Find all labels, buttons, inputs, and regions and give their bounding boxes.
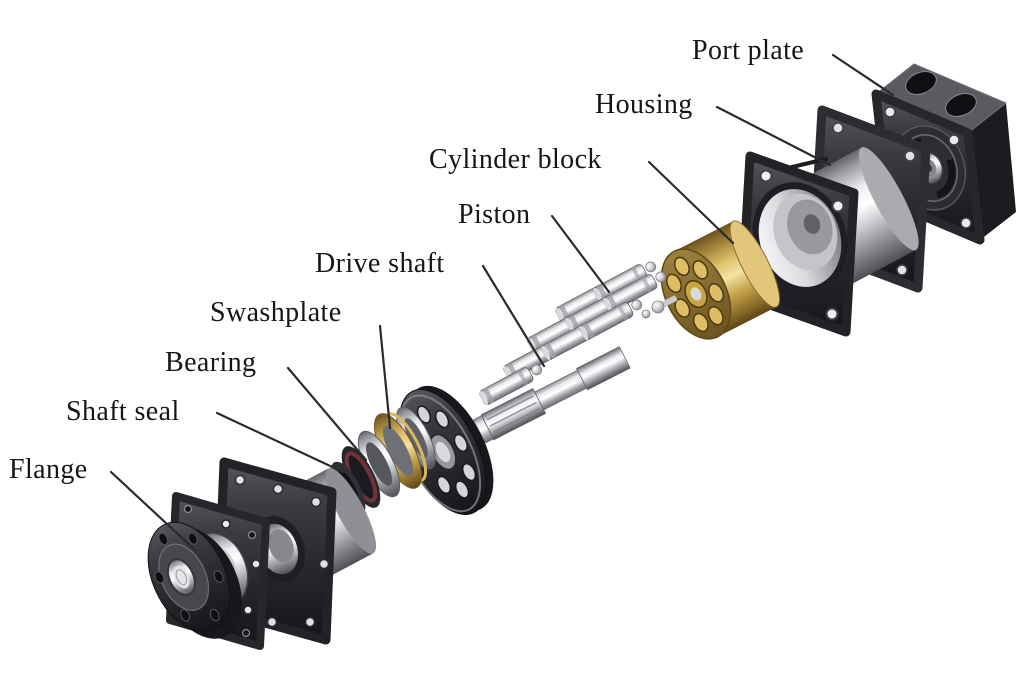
label-flange: Flange	[9, 454, 88, 485]
flange-part	[147, 457, 377, 650]
label-shaft-seal: Shaft seal	[66, 396, 180, 427]
leader-lines	[109, 53, 895, 552]
cylinder-block-part	[660, 220, 780, 340]
leader-flange	[109, 470, 197, 552]
label-housing: Housing	[595, 89, 693, 120]
label-port-plate: Port plate	[692, 35, 805, 66]
leader-swashplate	[378, 324, 392, 430]
label-drive-shaft: Drive shaft	[315, 248, 445, 279]
leader-cylinder-block	[647, 160, 735, 245]
leader-bearing	[286, 366, 368, 462]
leader-shaft-seal	[215, 411, 345, 474]
leader-housing	[715, 105, 832, 167]
shaft-tip-ball	[641, 295, 678, 319]
label-piston: Piston	[458, 199, 531, 230]
label-bearing: Bearing	[165, 347, 257, 378]
leader-port-plate	[831, 53, 895, 97]
housing-part	[737, 105, 931, 337]
label-swashplate: Swashplate	[210, 297, 342, 328]
bearing-part	[357, 406, 436, 498]
port-hole-icon	[905, 71, 977, 117]
leader-piston	[550, 214, 611, 294]
piston-cluster	[479, 261, 667, 406]
leader-drive-shaft	[481, 264, 546, 368]
label-cylinder-block: Cylinder block	[429, 144, 602, 175]
